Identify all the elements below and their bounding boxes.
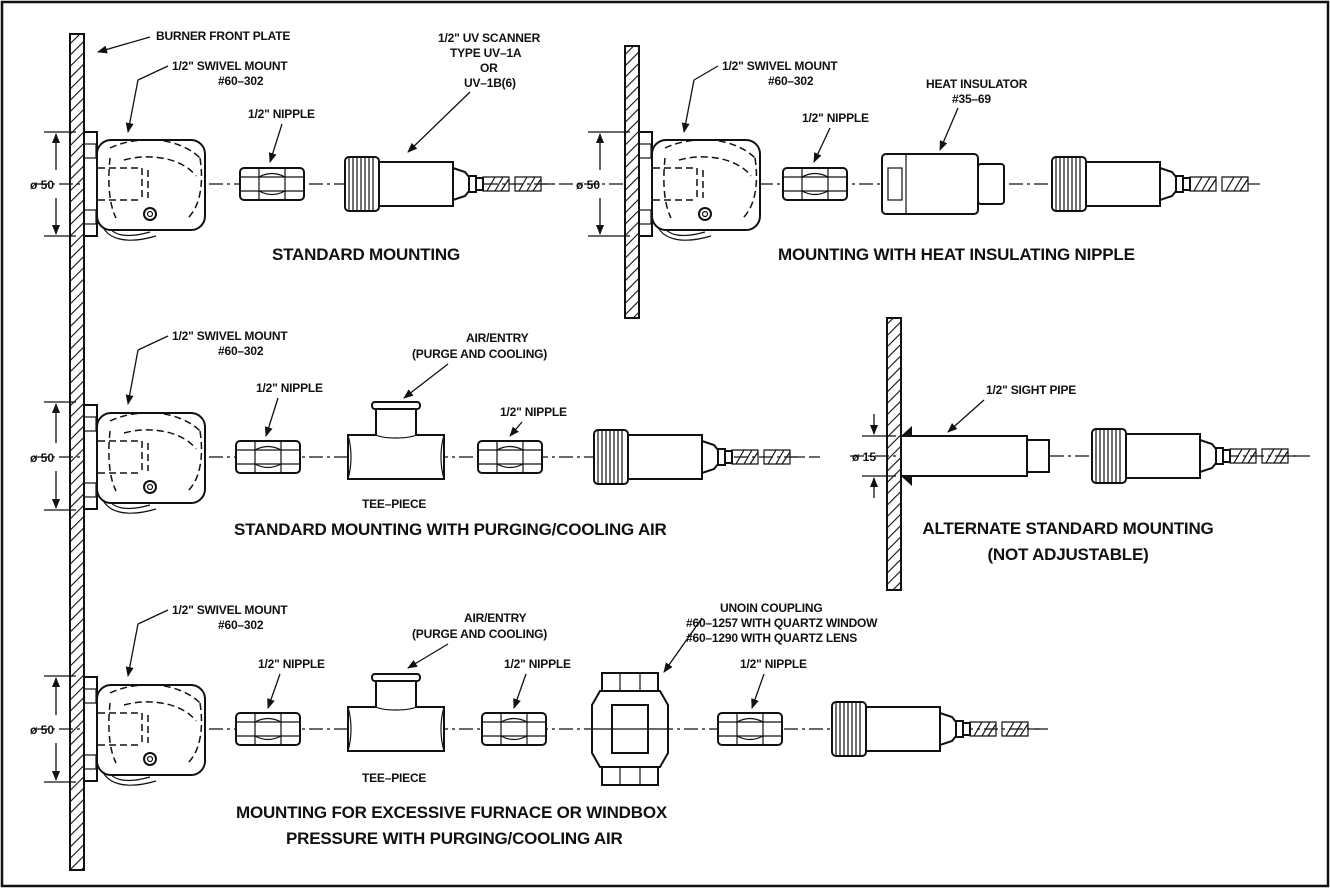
label-nipple: 1/2" NIPPLE bbox=[500, 405, 567, 419]
swivel-mount bbox=[83, 676, 206, 787]
label-uv-scanner: 1/2" UV SCANNER bbox=[438, 31, 541, 45]
label-heat-insulator: HEAT INSULATOR bbox=[926, 77, 1028, 91]
union-coupling bbox=[591, 672, 669, 786]
swivel-mount bbox=[83, 131, 206, 242]
sight-pipe-thread bbox=[1026, 439, 1050, 473]
label-swivel-part-no: #60–302 bbox=[218, 344, 264, 358]
label-tee-piece: TEE–PIECE bbox=[362, 497, 426, 511]
label-nipple: 1/2" NIPPLE bbox=[256, 381, 323, 395]
nipple bbox=[235, 712, 301, 746]
title-excessive-pressure: MOUNTING FOR EXCESSIVE FURNACE OR WINDBO… bbox=[236, 803, 668, 822]
label-nipple: 1/2" NIPPLE bbox=[802, 111, 869, 125]
label-swivel-mount: 1/2" SWIVEL MOUNT bbox=[172, 603, 288, 617]
nipple bbox=[239, 167, 305, 201]
label-nipple: 1/2" NIPPLE bbox=[504, 657, 571, 671]
label-burner-front-plate: BURNER FRONT PLATE bbox=[156, 29, 290, 43]
diameter-dimension: ø 50 bbox=[576, 131, 630, 237]
label-swivel-mount: 1/2" SWIVEL MOUNT bbox=[722, 59, 838, 73]
nipple bbox=[477, 440, 543, 474]
uv-scanner bbox=[1051, 156, 1261, 212]
dim-label: ø 50 bbox=[30, 451, 54, 465]
label-swivel-part-no: #60–302 bbox=[768, 74, 814, 88]
burner-front-plate bbox=[886, 317, 902, 591]
label-uv-scanner-alt: UV–1B(6) bbox=[464, 76, 516, 90]
uv-scanner bbox=[831, 701, 1041, 757]
diameter-dimension: ø 50 bbox=[30, 131, 76, 237]
tee-piece bbox=[347, 401, 445, 480]
label-nipple: 1/2" NIPPLE bbox=[740, 657, 807, 671]
nipple bbox=[717, 712, 783, 746]
diameter-dimension: ø 50 bbox=[30, 675, 76, 783]
label-swivel-part-no: #60–302 bbox=[218, 74, 264, 88]
label-tee-piece: TEE–PIECE bbox=[362, 771, 426, 785]
nipple bbox=[481, 712, 547, 746]
diameter-dimension: ø 50 bbox=[30, 401, 76, 511]
label-air-entry: AIR/ENTRY bbox=[466, 331, 529, 345]
title-heat-insulating: MOUNTING WITH HEAT INSULATING NIPPLE bbox=[778, 245, 1135, 264]
label-quartz-window: #60–1257 WITH QUARTZ WINDOW bbox=[686, 616, 878, 630]
dim-label: ø 50 bbox=[30, 178, 54, 192]
burner-front-plate bbox=[624, 45, 640, 319]
label-uv-scanner-or: OR bbox=[480, 61, 498, 75]
title-alternate: ALTERNATE STANDARD MOUNTING bbox=[922, 519, 1213, 538]
nipple bbox=[782, 167, 848, 201]
title-standard-mounting: STANDARD MOUNTING bbox=[272, 245, 460, 264]
section-excessive-pressure: ø 50 1/2" SWIVEL MOUNT #60–302 1/2" NIPP… bbox=[30, 601, 1050, 848]
nipple bbox=[235, 440, 301, 474]
label-purge-cooling: (PURGE AND COOLING) bbox=[412, 347, 547, 361]
burner-front-plate bbox=[69, 33, 85, 871]
label-heat-insulator-part-no: #35–69 bbox=[952, 92, 991, 106]
tee-piece bbox=[347, 673, 445, 752]
title-excessive-pressure-2: PRESSURE WITH PURGING/COOLING AIR bbox=[286, 829, 623, 848]
section-heat-insulating: ø 50 1/2" SWIVEL MOUNT #60–302 1/2" NIPP… bbox=[576, 45, 1261, 319]
label-swivel-part-no: #60–302 bbox=[218, 618, 264, 632]
dim-label: ø 50 bbox=[30, 723, 54, 737]
swivel-mount bbox=[638, 131, 761, 242]
weld-fillet bbox=[901, 426, 912, 486]
title-purging-cooling: STANDARD MOUNTING WITH PURGING/COOLING A… bbox=[234, 520, 667, 539]
label-nipple: 1/2" NIPPLE bbox=[248, 107, 315, 121]
label-union-coupling: UNOIN COUPLING bbox=[720, 601, 823, 615]
label-quartz-lens: #60–1290 WITH QUARTZ LENS bbox=[686, 631, 857, 645]
section-alternate-mounting: ø 15 1/2" SIGHT PIPE ALTERNATE STANDARD … bbox=[850, 317, 1310, 591]
dim-label: ø 15 bbox=[852, 450, 876, 464]
sight-pipe bbox=[900, 435, 1028, 477]
label-swivel-mount: 1/2" SWIVEL MOUNT bbox=[172, 59, 288, 73]
label-nipple: 1/2" NIPPLE bbox=[258, 657, 325, 671]
diameter-dimension: ø 15 bbox=[852, 414, 896, 498]
dim-label: ø 50 bbox=[576, 178, 600, 192]
swivel-mount bbox=[83, 404, 206, 515]
label-uv-scanner-type: TYPE UV–1A bbox=[450, 46, 522, 60]
label-sight-pipe: 1/2" SIGHT PIPE bbox=[986, 383, 1076, 397]
label-swivel-mount: 1/2" SWIVEL MOUNT bbox=[172, 329, 288, 343]
label-air-entry: AIR/ENTRY bbox=[464, 611, 527, 625]
title-alternate-note: (NOT ADJUSTABLE) bbox=[987, 545, 1148, 564]
section-purging-cooling: ø 50 1/2" SWIVEL MOUNT #60–302 1/2" NIPP… bbox=[30, 329, 820, 539]
label-purge-cooling: (PURGE AND COOLING) bbox=[412, 627, 547, 641]
heat-insulator bbox=[881, 153, 1005, 215]
